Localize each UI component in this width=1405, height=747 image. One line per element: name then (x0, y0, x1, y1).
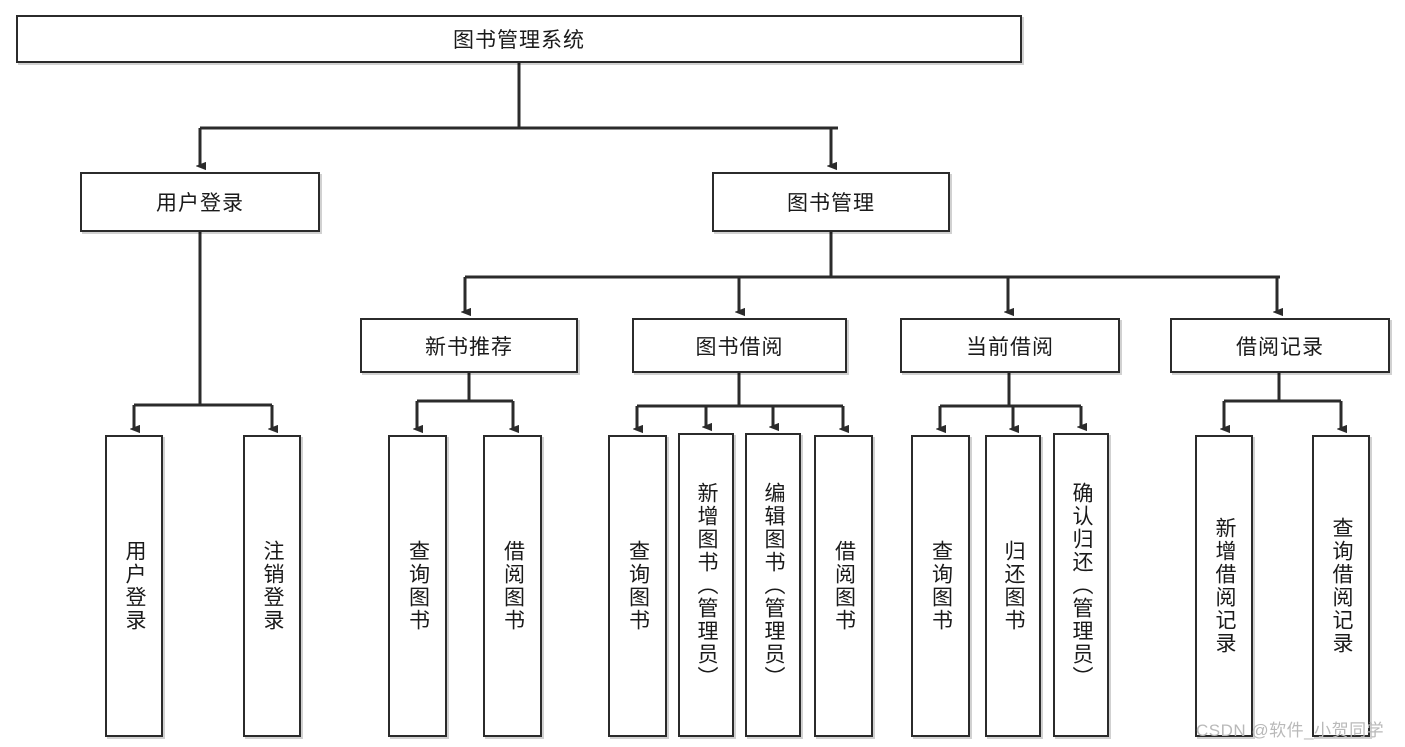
node-leaf-add-book-admin-label: 新增图书（管理员） (695, 481, 719, 689)
node-leaf-confirm-return-admin[interactable]: 确认归还（管理员） (1053, 433, 1109, 737)
node-leaf-return-book-label: 归还图书 (1002, 540, 1026, 632)
node-leaf-add-borrow-record[interactable]: 新增借阅记录 (1195, 435, 1253, 737)
node-book-manage-label: 图书管理 (787, 192, 875, 215)
node-leaf-query-borrow-record-label: 查询借阅记录 (1330, 517, 1354, 655)
node-new-book-recommend-label: 新书推荐 (425, 335, 513, 359)
node-leaf-borrow-book-rec[interactable]: 借阅图书 (483, 435, 542, 737)
node-leaf-query-book-borrow-label: 查询图书 (626, 540, 650, 632)
node-borrow-record[interactable]: 借阅记录 (1170, 318, 1390, 373)
node-book-borrow-label: 图书借阅 (695, 335, 784, 359)
node-leaf-logout-label: 注销登录 (261, 540, 285, 632)
node-current-borrow-label: 当前借阅 (966, 335, 1054, 359)
node-leaf-confirm-return-admin-label: 确认归还（管理员） (1070, 481, 1094, 689)
node-book-borrow[interactable]: 图书借阅 (632, 318, 847, 373)
node-leaf-borrow-book-label: 借阅图书 (832, 540, 856, 632)
watermark-text: CSDN @软件_小贺同学 (1196, 721, 1385, 740)
node-leaf-add-borrow-record-label: 新增借阅记录 (1213, 517, 1237, 655)
node-leaf-query-book-current[interactable]: 查询图书 (911, 435, 970, 737)
node-leaf-logout[interactable]: 注销登录 (243, 435, 301, 737)
node-leaf-user-login[interactable]: 用户登录 (105, 435, 163, 737)
node-user-login[interactable]: 用户登录 (80, 172, 320, 232)
node-root-label: 图书管理系统 (453, 29, 585, 52)
node-leaf-return-book[interactable]: 归还图书 (985, 435, 1041, 737)
node-leaf-edit-book-admin-label: 编辑图书（管理员） (762, 481, 786, 689)
node-leaf-query-book-rec[interactable]: 查询图书 (388, 435, 447, 737)
node-leaf-query-book-current-label: 查询图书 (929, 540, 953, 632)
node-leaf-borrow-book[interactable]: 借阅图书 (814, 435, 873, 737)
node-current-borrow[interactable]: 当前借阅 (900, 318, 1120, 373)
node-leaf-add-book-admin[interactable]: 新增图书（管理员） (678, 433, 734, 737)
node-leaf-query-borrow-record[interactable]: 查询借阅记录 (1312, 435, 1370, 737)
node-book-manage[interactable]: 图书管理 (712, 172, 950, 232)
node-root[interactable]: 图书管理系统 (16, 15, 1022, 63)
node-new-book-recommend[interactable]: 新书推荐 (360, 318, 578, 373)
node-leaf-user-login-label: 用户登录 (123, 540, 147, 632)
node-leaf-query-book-borrow[interactable]: 查询图书 (608, 435, 667, 737)
node-leaf-query-book-rec-label: 查询图书 (406, 540, 430, 632)
node-user-login-label: 用户登录 (156, 192, 244, 215)
node-leaf-borrow-book-rec-label: 借阅图书 (501, 540, 525, 632)
node-leaf-edit-book-admin[interactable]: 编辑图书（管理员） (745, 433, 801, 737)
node-borrow-record-label: 借阅记录 (1236, 335, 1324, 359)
